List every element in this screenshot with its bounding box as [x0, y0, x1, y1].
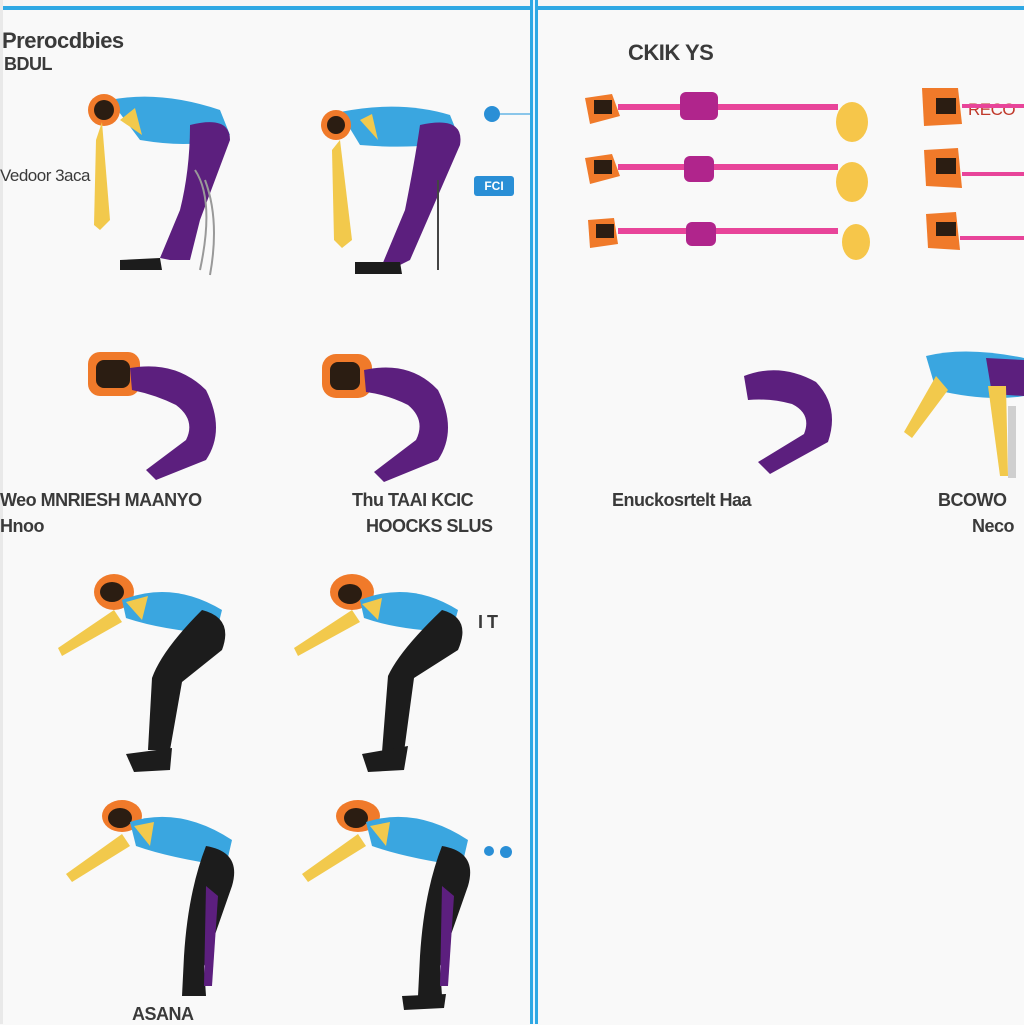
blue-dot-icon[interactable] — [484, 106, 500, 122]
figure-caption: Neco — [972, 516, 1015, 536]
figure-caption: BCOWO — [938, 490, 1007, 510]
figure-caption: HOOCKS SLUS — [366, 516, 493, 536]
stretching-person-icon — [66, 800, 235, 996]
blue-dot-icon[interactable] — [484, 846, 494, 856]
figure-mark: I T — [478, 612, 498, 632]
page-title: Prerocdbies — [2, 28, 124, 53]
stretching-person-icon — [904, 351, 1024, 478]
stretching-person-icon — [321, 106, 461, 274]
figure-caption: ASANA — [132, 1004, 194, 1024]
figure-caption: Thu TAAI KCIC — [352, 490, 474, 510]
blue-dot-icon[interactable] — [500, 846, 512, 858]
stretching-person-icon — [58, 574, 226, 772]
resistance-band-icon — [922, 88, 1024, 250]
stretching-person-icon — [744, 370, 832, 474]
page-subtitle: BDUL — [4, 54, 53, 74]
figure-caption: Weo MNRIESH MAANYO — [0, 490, 202, 510]
stretching-person-icon — [302, 800, 471, 1010]
stretching-person-icon — [88, 352, 216, 480]
connector-line — [500, 113, 530, 115]
stretching-person-icon — [322, 354, 448, 482]
figure-caption: Hnoo — [0, 516, 44, 536]
stretching-person-icon — [294, 574, 463, 772]
resistance-band-icon — [585, 92, 870, 260]
figure-caption: Vedoor 3aca — [0, 166, 90, 185]
stretching-person-icon — [88, 94, 230, 276]
pane-divider-highlight — [533, 0, 535, 1024]
figure-caption: Enuckosrtelt Haa — [612, 490, 752, 510]
window-top-bar — [0, 0, 1024, 9]
top-accent-line — [0, 6, 1024, 10]
left-edge — [0, 0, 3, 1024]
right-panel-heading: CKIK YS — [628, 40, 714, 65]
info-chip[interactable]: FCI — [474, 176, 514, 196]
